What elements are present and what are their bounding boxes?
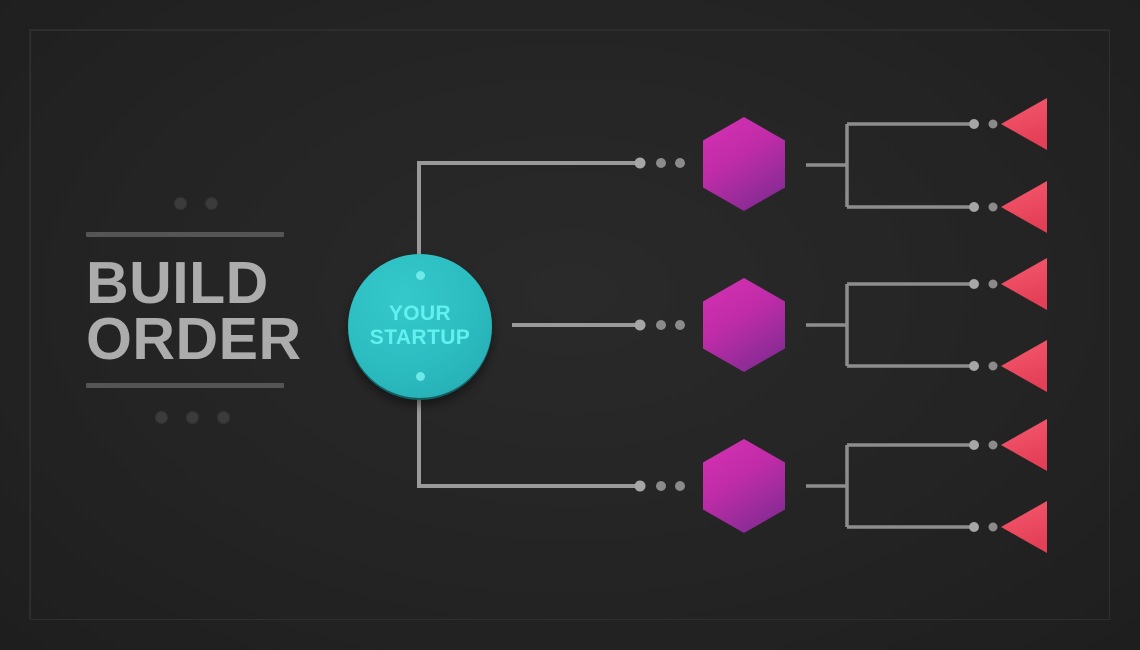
wire-dot [656, 320, 666, 330]
wire-dot [988, 522, 998, 532]
wire-dot [969, 202, 979, 212]
leaf-node-1a-triangle[interactable] [1001, 98, 1047, 150]
root-node-label: YOUR STARTUP [370, 302, 470, 350]
leaf-node-3b-triangle[interactable] [1001, 501, 1047, 553]
branch-node-1-hexagon[interactable] [703, 117, 785, 211]
root-label-line-2: STARTUP [369, 326, 471, 349]
decor-dot [216, 410, 230, 424]
page-title: BUILD ORDER [86, 237, 302, 383]
root-node-your-startup[interactable]: YOUR STARTUP [348, 254, 492, 398]
wire-dot [988, 361, 998, 371]
hub-accent-dot [415, 372, 425, 381]
branch-node-2-hexagon[interactable] [703, 278, 785, 372]
wire-dot [634, 157, 646, 169]
title-rule-bottom [86, 383, 284, 388]
leaf-node-2b-triangle[interactable] [1001, 340, 1047, 392]
title-dots-top [86, 196, 296, 210]
decor-dot [205, 196, 218, 210]
wire-dot [988, 119, 998, 129]
wire-dot [634, 319, 646, 331]
branch-node-3-hexagon[interactable] [703, 439, 785, 533]
wire-dot [656, 481, 666, 491]
wire-dot [969, 361, 979, 371]
wire-dot [675, 481, 685, 491]
hub-accent-dot [415, 271, 425, 280]
title-line-2: ORDER [86, 306, 302, 372]
wire-dot [988, 202, 998, 212]
wire-dot [969, 440, 979, 450]
wire-dot [988, 440, 998, 450]
wire-dot [634, 480, 646, 492]
leaf-node-2a-triangle[interactable] [1001, 258, 1047, 310]
leaf-node-1b-triangle[interactable] [1001, 181, 1047, 233]
title-dots-bottom [86, 410, 296, 424]
root-label-line-1: YOUR [388, 302, 452, 325]
title-block: BUILD ORDER [86, 196, 302, 424]
title-rule-top [86, 232, 284, 237]
wire-dot [675, 158, 685, 168]
wire-dot [656, 158, 666, 168]
decor-dot [174, 196, 187, 210]
decor-dot [185, 410, 199, 424]
leaf-node-3a-triangle[interactable] [1001, 419, 1047, 471]
wire-dot [969, 119, 979, 129]
decor-dot [154, 410, 168, 424]
wire-dot [969, 522, 979, 532]
wire-dot [988, 279, 998, 289]
wire-dot [969, 279, 979, 289]
title-line-1: BUILD [86, 250, 269, 316]
wire-dot [675, 320, 685, 330]
